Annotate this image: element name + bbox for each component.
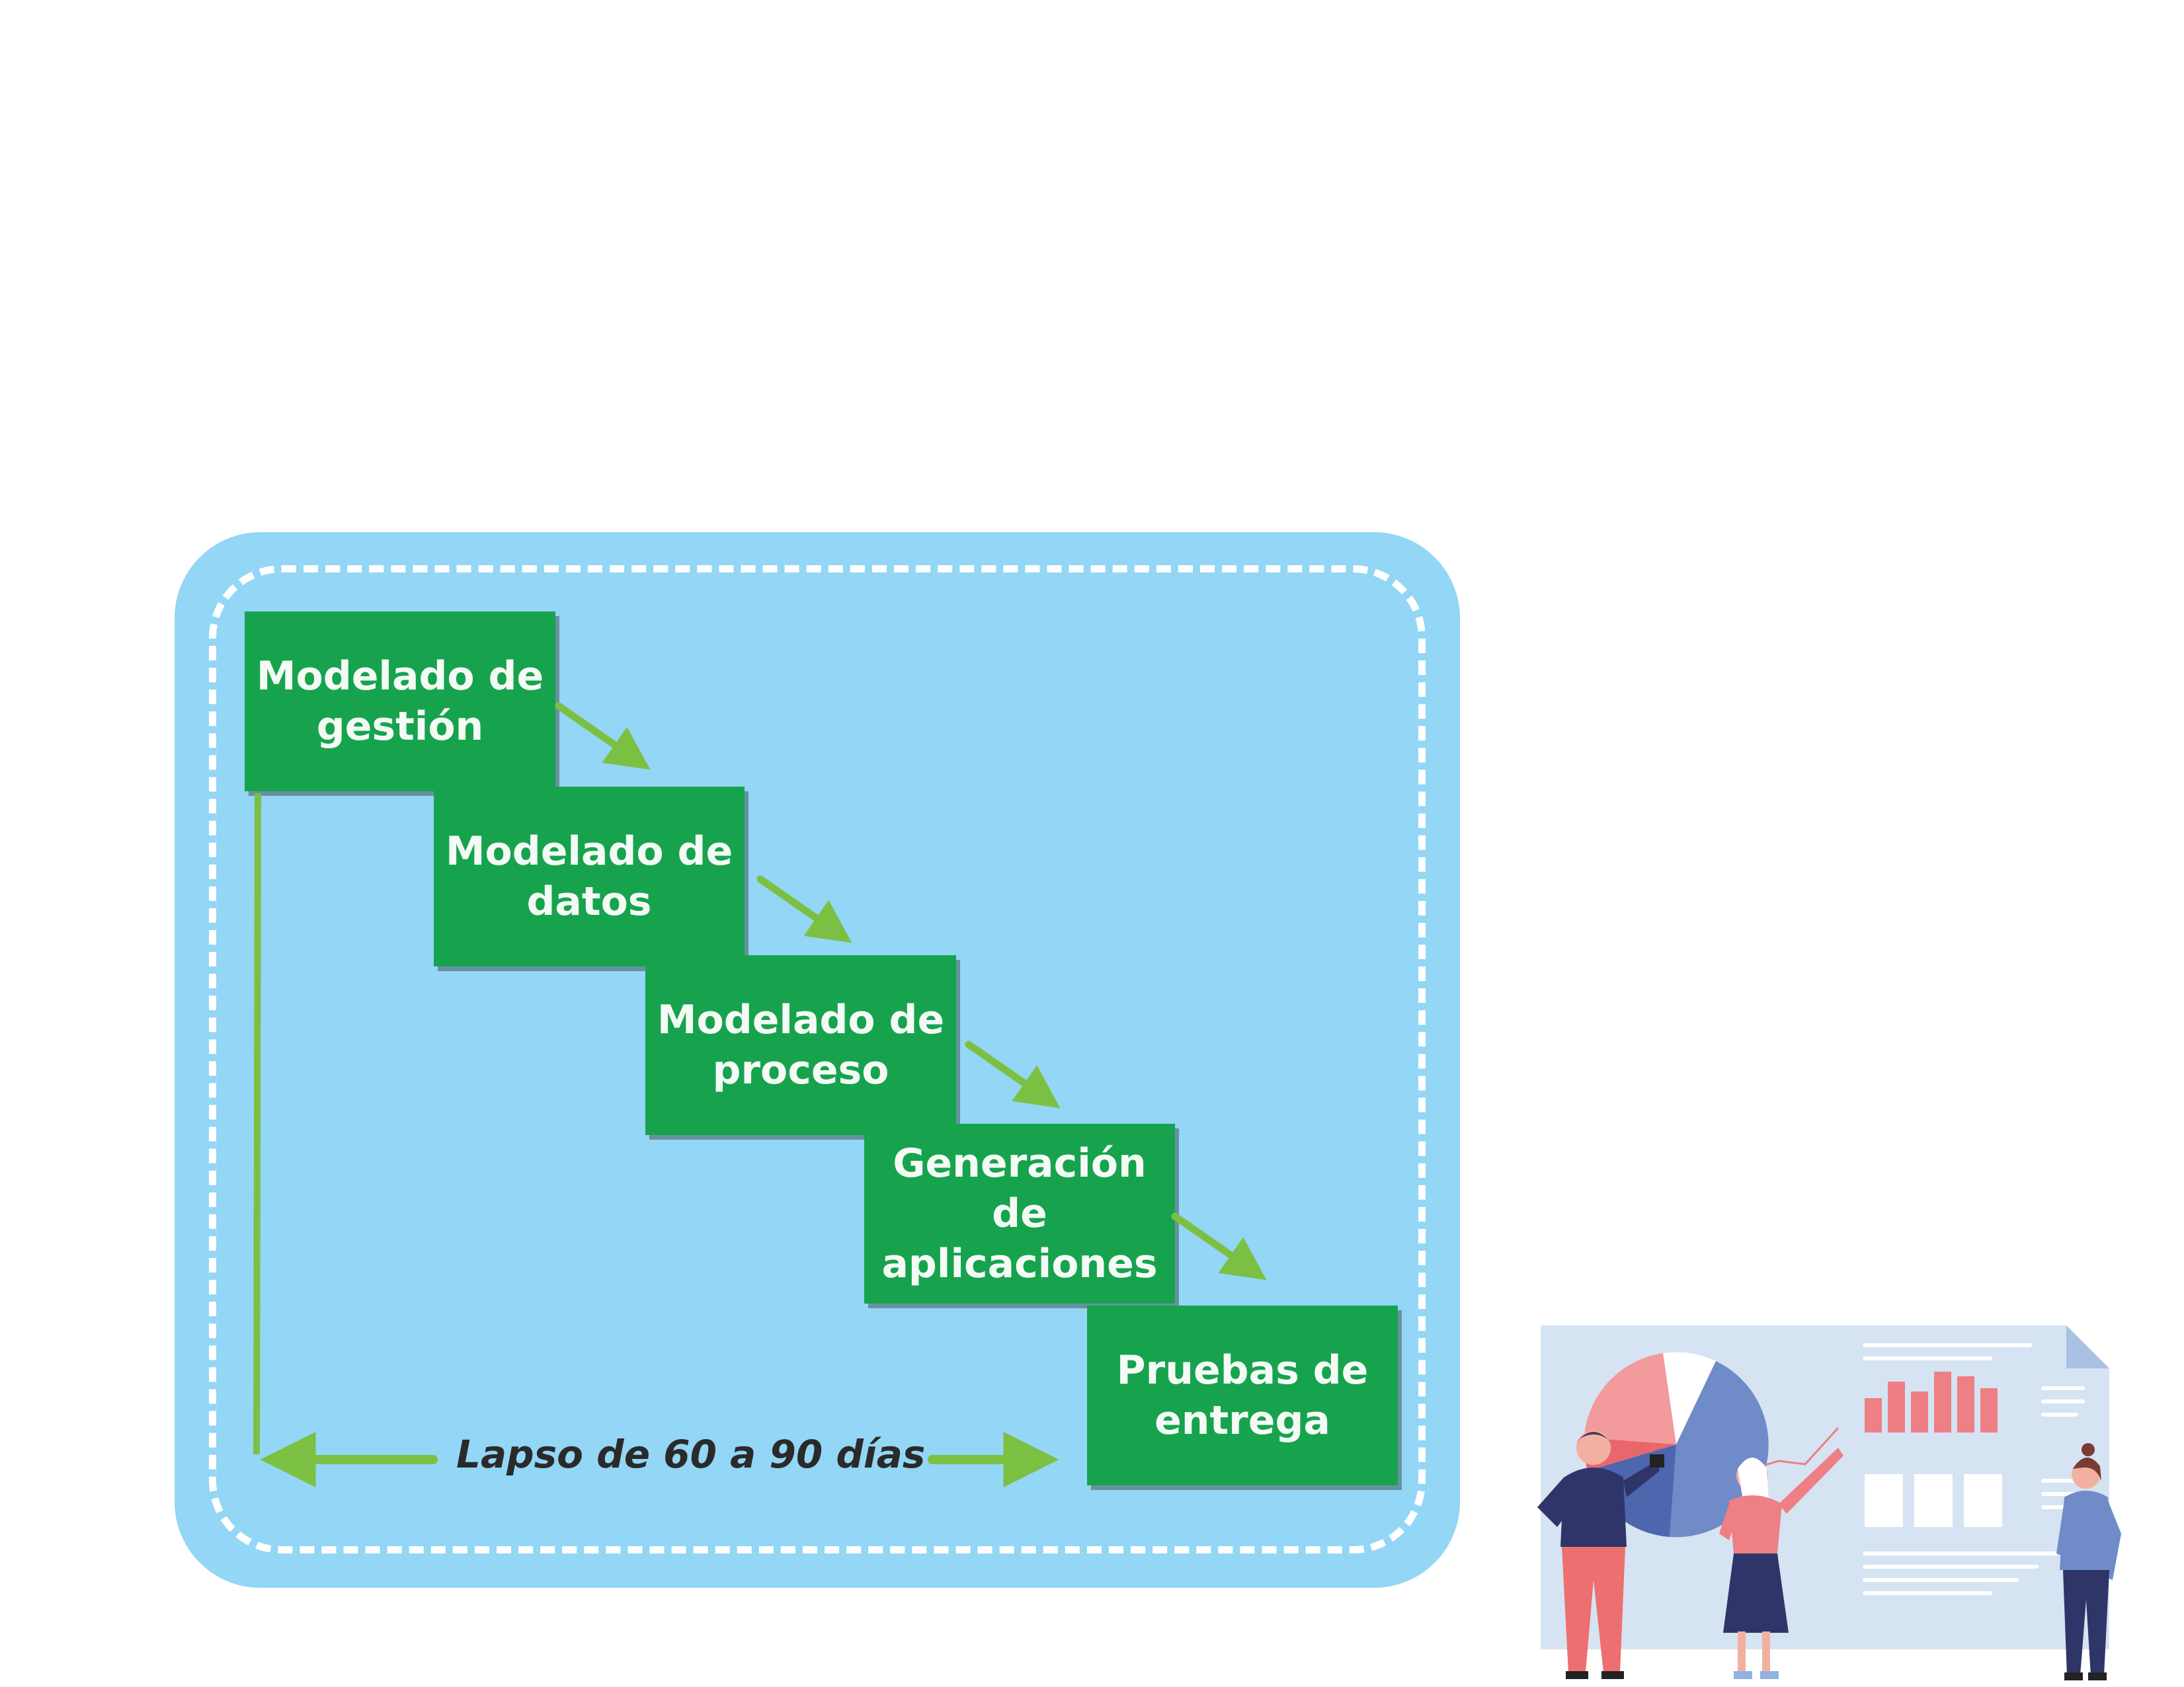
step-label-line2: de xyxy=(992,1191,1047,1237)
team-presentation-icon xyxy=(1537,1325,2121,1680)
step-box-pruebas-entrega: Pruebas de entrega xyxy=(1087,1306,1398,1485)
step-box-modelado-proceso: Modelado de proceso xyxy=(645,955,956,1135)
timeline-label: Lapso de 60 a 90 días xyxy=(456,1432,926,1477)
step-label-line3: aplicaciones xyxy=(881,1241,1158,1287)
flow-arrow-1 xyxy=(555,702,651,770)
step-box-generacion-aplicaciones: Generación de aplicaciones xyxy=(864,1124,1175,1304)
step-label-line1: Modelado de xyxy=(256,653,544,699)
step-label-line1: Modelado de xyxy=(445,828,733,875)
step-box-modelado-gestion: Modelado de gestión xyxy=(245,611,555,791)
flow-arrow-3 xyxy=(965,1040,1061,1109)
step-label-line2: datos xyxy=(526,879,652,925)
step-label-line1: Pruebas de xyxy=(1116,1347,1369,1393)
step-label-line2: entrega xyxy=(1154,1397,1330,1444)
flow-arrow-2 xyxy=(756,875,852,943)
step-label-line2: proceso xyxy=(712,1047,889,1093)
timeline-vertical-line xyxy=(253,793,261,1455)
step-label-line1: Generación xyxy=(893,1140,1147,1187)
step-box-modelado-datos: Modelado de datos xyxy=(434,787,745,966)
dashed-border xyxy=(209,565,1426,1553)
step-label-line2: gestión xyxy=(316,703,484,750)
flow-arrow-4 xyxy=(1171,1212,1267,1280)
step-label-line1: Modelado de xyxy=(657,997,945,1043)
